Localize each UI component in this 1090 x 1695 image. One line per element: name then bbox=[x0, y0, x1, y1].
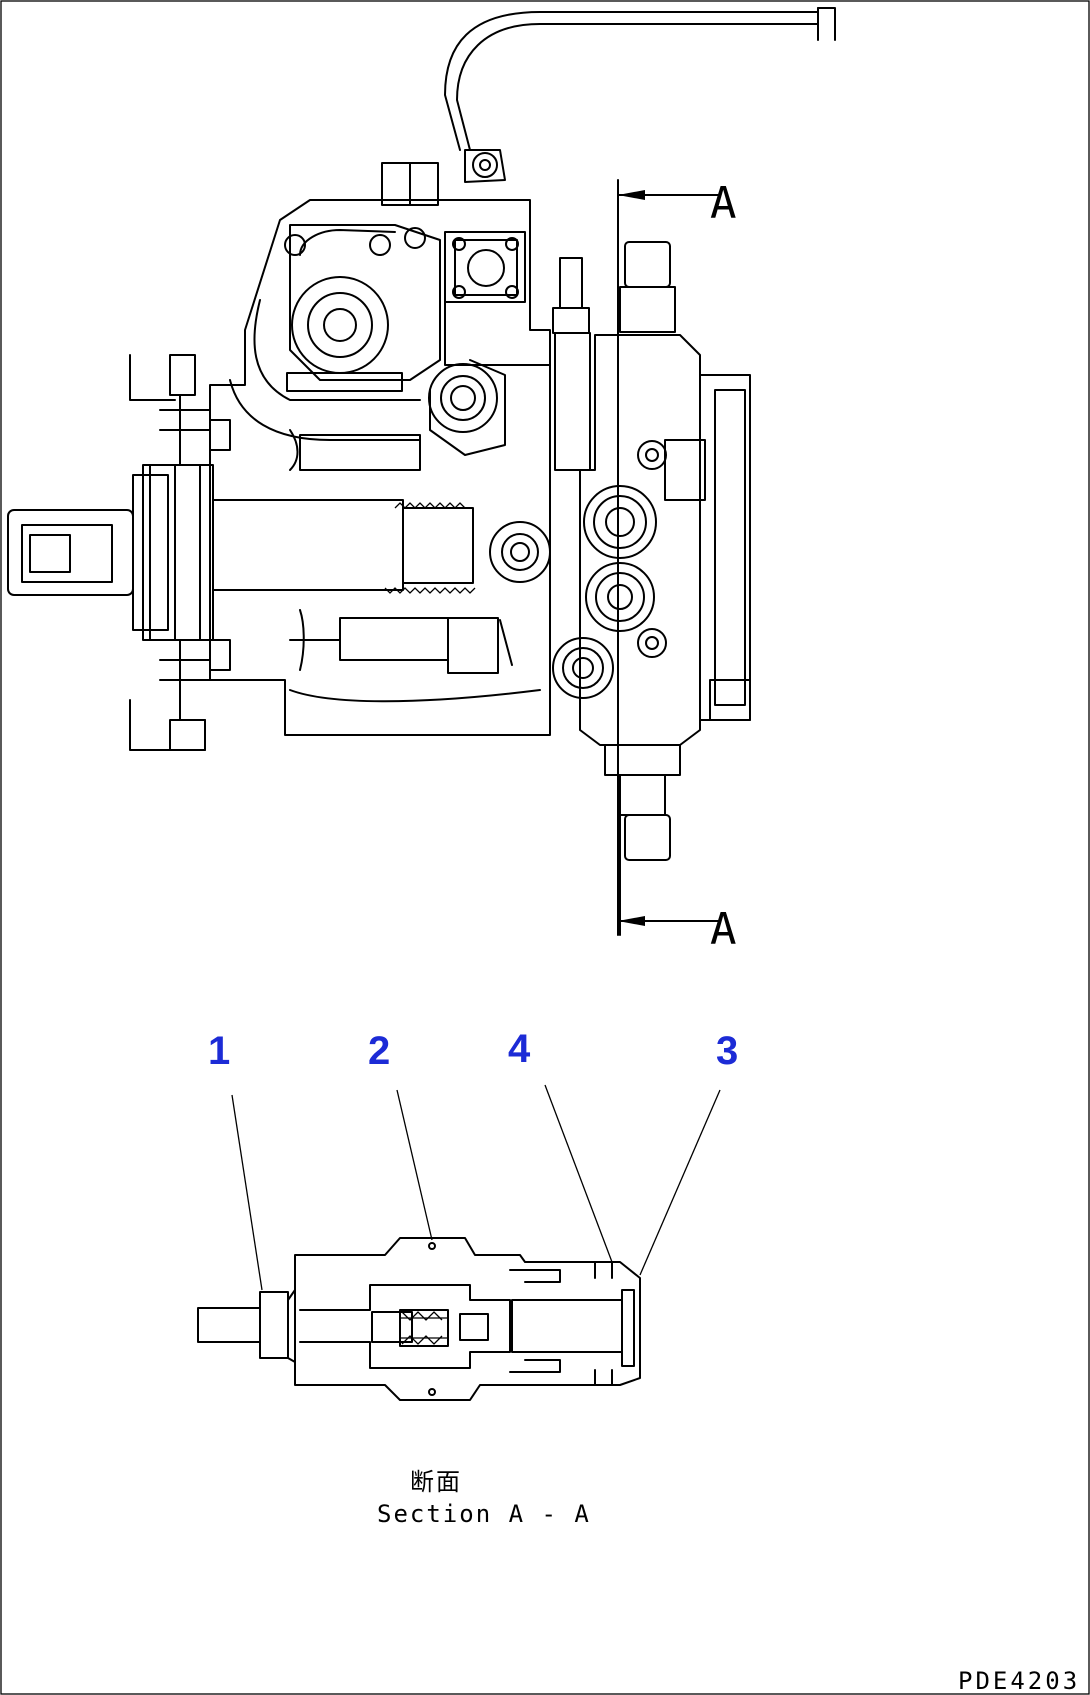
drawing-code: PDE4203 bbox=[958, 1667, 1080, 1695]
adjust-bolt-upper bbox=[428, 359, 506, 456]
pump-assembly-view bbox=[7, 7, 836, 936]
pump-body bbox=[209, 199, 551, 736]
section-mark-bottom: A bbox=[710, 904, 737, 955]
callout-3: 3 bbox=[716, 1029, 738, 1073]
callout-4: 4 bbox=[508, 1027, 531, 1071]
mounting-flange bbox=[129, 354, 231, 751]
section-cut-line bbox=[617, 179, 719, 936]
section-view-valve bbox=[197, 1237, 641, 1401]
callout-2: 2 bbox=[368, 1029, 390, 1073]
pipe-line bbox=[444, 7, 836, 183]
pressure-fitting bbox=[559, 257, 583, 309]
upper-piston bbox=[286, 372, 403, 392]
drive-shaft bbox=[7, 464, 474, 641]
caption-japanese: 断面 bbox=[410, 1468, 462, 1496]
leader-lines bbox=[231, 1084, 721, 1291]
bottom-fitting bbox=[604, 744, 681, 936]
lower-piston bbox=[289, 609, 541, 703]
regulator-plugs bbox=[552, 440, 667, 699]
section-mark-top: A bbox=[710, 178, 737, 229]
shaft-spline bbox=[384, 502, 476, 594]
upper-cylinder bbox=[299, 434, 421, 471]
regulator-block bbox=[579, 241, 751, 746]
control-valve-block bbox=[444, 231, 551, 366]
caption-english: Section A - A bbox=[377, 1500, 591, 1528]
center-bolt bbox=[489, 521, 551, 583]
callout-1: 1 bbox=[208, 1029, 230, 1073]
